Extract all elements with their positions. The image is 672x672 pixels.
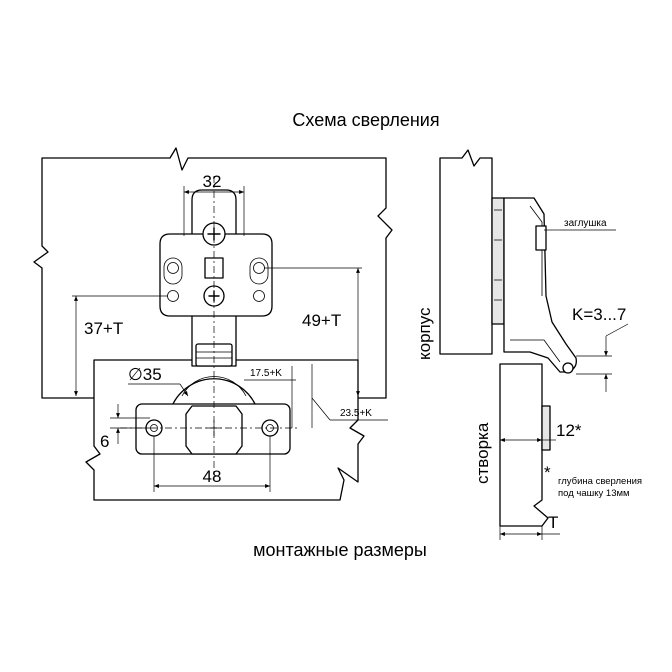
korpus-label: корпус — [415, 307, 434, 360]
dim-49t-label: 49+T — [302, 311, 341, 330]
plate-slot-right — [249, 257, 269, 285]
side-plug — [535, 225, 547, 251]
dim-6-label: 6 — [100, 432, 109, 451]
side-hinge-base — [491, 197, 505, 325]
diagram-title: Схема сверления — [292, 110, 439, 130]
note-line-1: глубина сверления — [558, 476, 642, 487]
plate-hole-right-bottom — [253, 290, 265, 302]
plate-slot-left — [163, 257, 183, 285]
side-cabinet-panel — [439, 149, 493, 355]
side-cup — [541, 405, 551, 451]
dim-37t-label: 37+T — [84, 319, 123, 338]
dim-12-label: 12* — [556, 421, 582, 440]
side-pivot — [562, 362, 574, 374]
dim-d35-label: ∅35 — [128, 365, 162, 384]
plate-hole-left-top — [167, 262, 179, 274]
stvorka-label: створка — [473, 422, 492, 484]
asterisk-mark: * — [544, 463, 551, 482]
note-line-2: под чашку 13мм — [558, 488, 630, 499]
dim-t-label: T — [548, 513, 558, 532]
side-hinge-arm — [503, 197, 577, 373]
dim-32-label: 32 — [203, 172, 222, 191]
side-door-panel — [499, 363, 549, 527]
dim-48-label: 48 — [203, 467, 222, 486]
dim-17k-label: 17.5+K — [250, 368, 282, 379]
diagram-subtitle: монтажные размеры — [253, 540, 427, 560]
dim-23k-label: 23.5+K — [340, 408, 372, 419]
dim-k-label: K=3...7 — [572, 305, 626, 324]
zaglushka-label: заглушка — [564, 218, 607, 229]
